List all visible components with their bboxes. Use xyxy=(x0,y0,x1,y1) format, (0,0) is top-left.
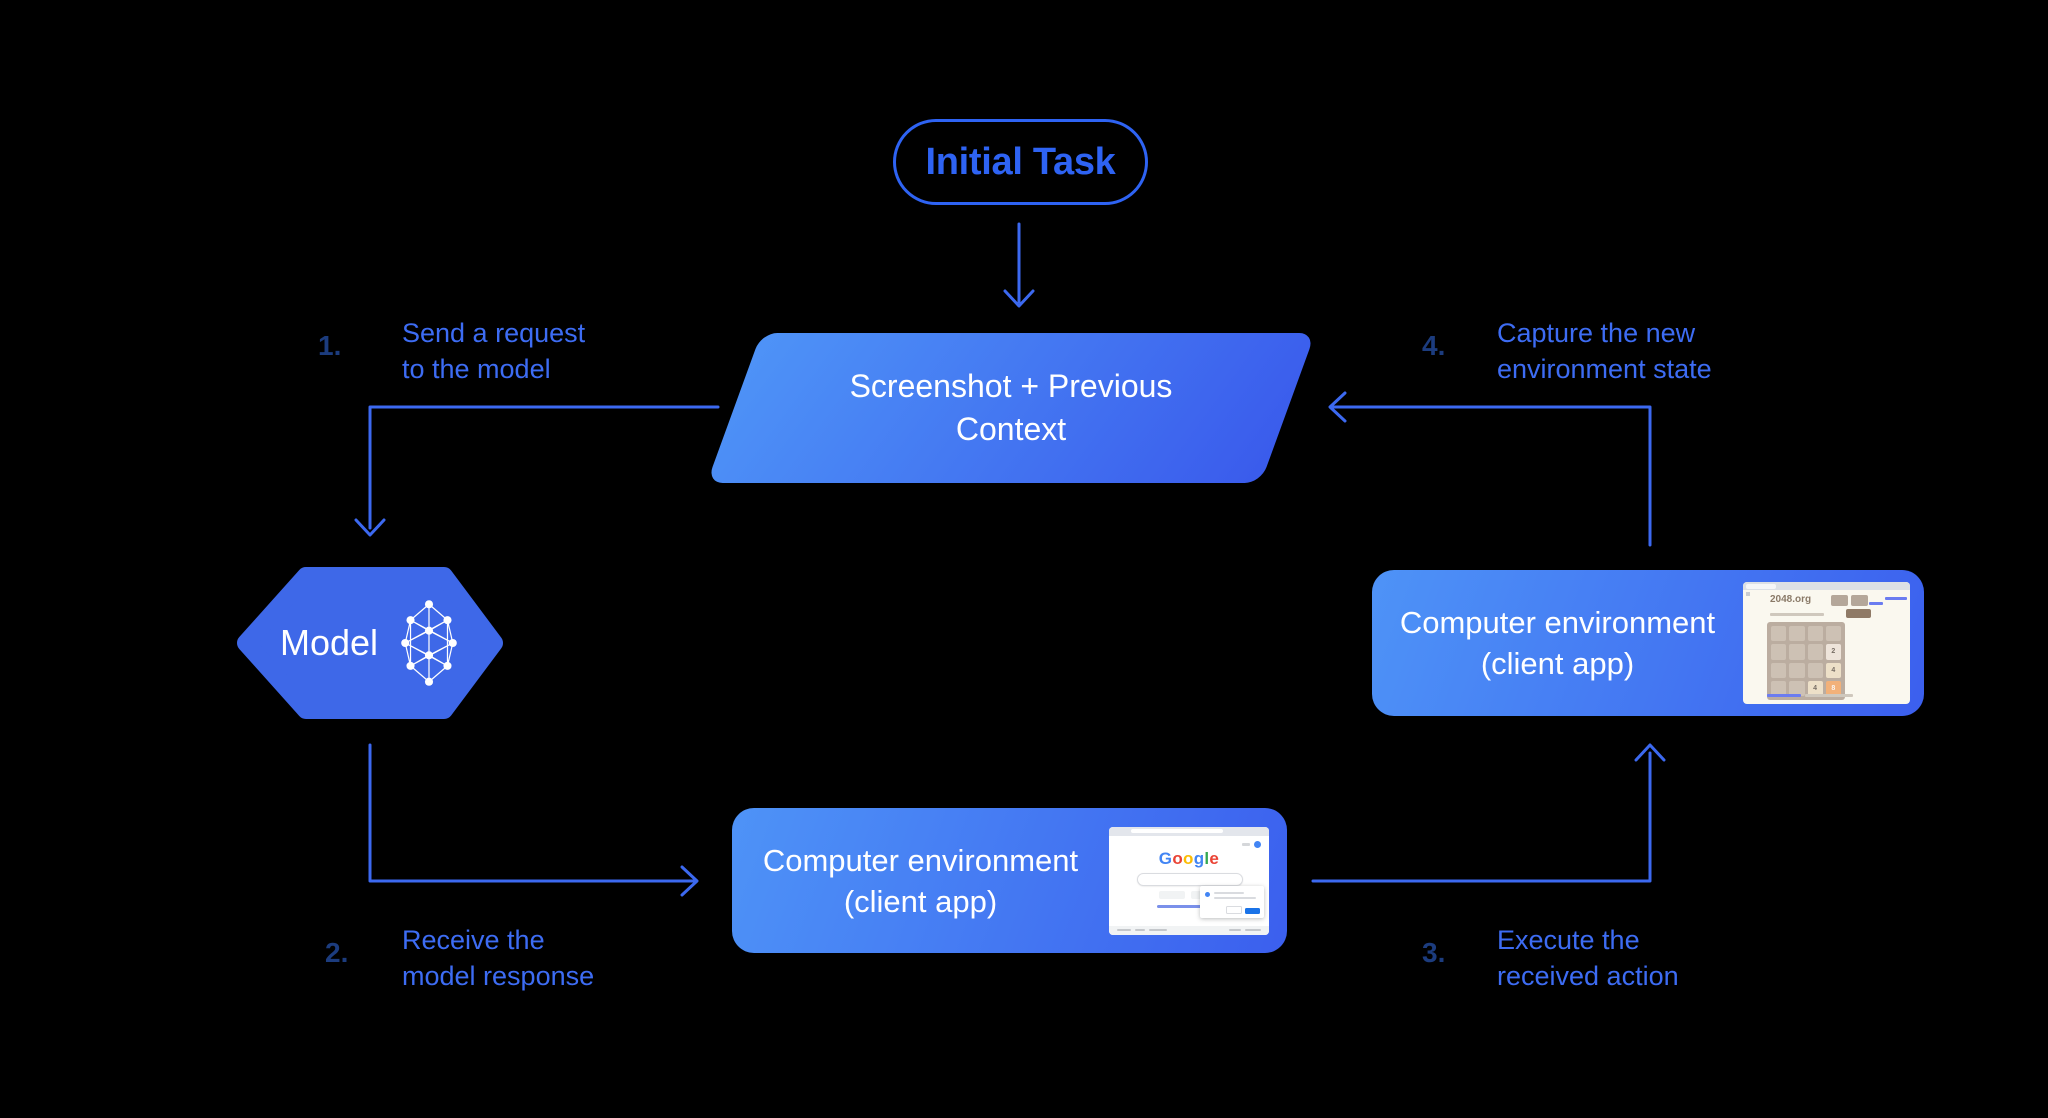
top-link xyxy=(1885,597,1907,600)
apps-menu-icon xyxy=(1242,842,1250,846)
dialog-text xyxy=(1214,891,1244,894)
grid-cell xyxy=(1789,644,1805,660)
signin-dialog xyxy=(1200,885,1264,918)
footer-link xyxy=(1229,928,1241,931)
step-2-line1: Receive the xyxy=(402,925,545,955)
environment-label-line2: (client app) xyxy=(843,883,998,919)
computer-environment-box-right: Computer environment (client app) 2048.o… xyxy=(1372,570,1924,716)
dialog-primary-button xyxy=(1245,907,1260,914)
step-4-line2: environment state xyxy=(1497,354,1712,384)
parallelogram-label: Screenshot + Previous Context xyxy=(734,333,1288,483)
model-label: Model xyxy=(279,622,379,663)
step-2-number: 2. xyxy=(325,937,349,968)
step-3-number: 3. xyxy=(1422,937,1446,968)
grid-cell xyxy=(1771,626,1787,642)
step-1-number: 1. xyxy=(318,330,342,361)
footer-link xyxy=(1245,928,1261,931)
connector-model-to-environment xyxy=(368,743,699,897)
neural-network-icon xyxy=(401,600,457,686)
initial-task-pill: Initial Task xyxy=(893,119,1148,205)
connector-screenshot-to-model xyxy=(354,405,720,537)
step-3-label: Execute the received action xyxy=(1497,922,1679,994)
bottom-text xyxy=(1805,694,1853,697)
dialog-secondary-button xyxy=(1226,905,1242,914)
google-logo-letter: e xyxy=(1209,848,1220,868)
grid-cell xyxy=(1807,644,1823,660)
screenshot-context-parallelogram: Screenshot + Previous Context xyxy=(706,333,1316,483)
step-3-line1: Execute the xyxy=(1497,925,1640,955)
bottom-link xyxy=(1767,694,1801,697)
game-tile: 4 xyxy=(1807,680,1823,696)
grid-cell xyxy=(1771,644,1787,660)
game-tile: 8 xyxy=(1825,680,1841,696)
step-4-number: 4. xyxy=(1422,330,1446,361)
grid-cell xyxy=(1789,626,1805,642)
browser-toolbar xyxy=(1109,826,1269,836)
environment-label-line1: Computer environment xyxy=(762,842,1079,878)
page-footer xyxy=(1109,925,1269,935)
new-game-button xyxy=(1846,609,1871,618)
address-bar xyxy=(1131,829,1223,833)
dialog-text xyxy=(1214,896,1256,899)
google-logo-letter: o xyxy=(1183,848,1194,868)
grid-cell xyxy=(1771,680,1787,696)
game-tile: 4 xyxy=(1825,662,1841,678)
step-1-line2: to the model xyxy=(402,354,551,384)
grid-cell xyxy=(1771,662,1787,678)
subtitle-text xyxy=(1770,613,1824,616)
dialog-icon xyxy=(1205,891,1210,897)
step-4-label: Capture the new environment state xyxy=(1497,315,1712,387)
site-title: 2048.org xyxy=(1770,594,1812,605)
google-logo-letter: l xyxy=(1204,848,1210,868)
step-1-line1: Send a request xyxy=(402,318,586,348)
language-link xyxy=(1157,904,1221,908)
computer-environment-box-bottom: Computer environment (client app) Google xyxy=(732,808,1287,953)
grid-cell xyxy=(1807,662,1823,678)
connector-environment-to-screenshot xyxy=(1328,391,1652,547)
top-link xyxy=(1869,602,1883,605)
footer-link xyxy=(1135,928,1145,931)
model-hexagon: Model xyxy=(228,560,512,726)
connector-environment-to-environment xyxy=(1311,743,1666,883)
browser-tab xyxy=(1746,583,1776,589)
google-logo-letter: o xyxy=(1172,848,1184,868)
initial-task-label: Initial Task xyxy=(925,140,1116,183)
grid-cell xyxy=(1789,680,1805,696)
hexagon-shape xyxy=(237,567,503,719)
search-button xyxy=(1159,890,1185,899)
environment-label-line2: (client app) xyxy=(1480,646,1635,681)
google-logo-letter: G xyxy=(1158,848,1173,868)
step-4-line1: Capture the new xyxy=(1497,318,1696,348)
score-box xyxy=(1831,595,1848,606)
google-logo: Google xyxy=(1109,849,1269,869)
search-input xyxy=(1137,872,1243,886)
parallelogram-label-line2: Context xyxy=(955,411,1067,447)
google-search-thumbnail: Google xyxy=(1109,826,1269,935)
best-score-box xyxy=(1851,595,1868,606)
footer-link xyxy=(1149,928,1167,931)
parallelogram-label-line1: Screenshot + Previous xyxy=(849,368,1173,404)
connector-task-to-screenshot xyxy=(1003,222,1035,308)
step-2-line2: model response xyxy=(402,961,595,991)
environment-label: Computer environment (client app) xyxy=(732,840,1109,922)
google-logo-letter: g xyxy=(1193,848,1205,868)
environment-label: Computer environment (client app) xyxy=(1372,602,1743,684)
step-2-label: Receive the model response xyxy=(402,922,594,994)
grid-cell xyxy=(1807,626,1823,642)
game-tile: 2 xyxy=(1825,644,1841,660)
footer-link xyxy=(1117,928,1131,931)
avatar xyxy=(1254,840,1261,848)
step-1-label: Send a request to the model xyxy=(402,315,585,387)
environment-label-line1: Computer environment xyxy=(1399,605,1716,640)
grid-cell xyxy=(1789,662,1805,678)
browser-tab-bar xyxy=(1743,582,1910,590)
grid-cell xyxy=(1825,626,1841,642)
back-icon xyxy=(1746,592,1750,596)
step-3-line2: received action xyxy=(1497,961,1679,991)
